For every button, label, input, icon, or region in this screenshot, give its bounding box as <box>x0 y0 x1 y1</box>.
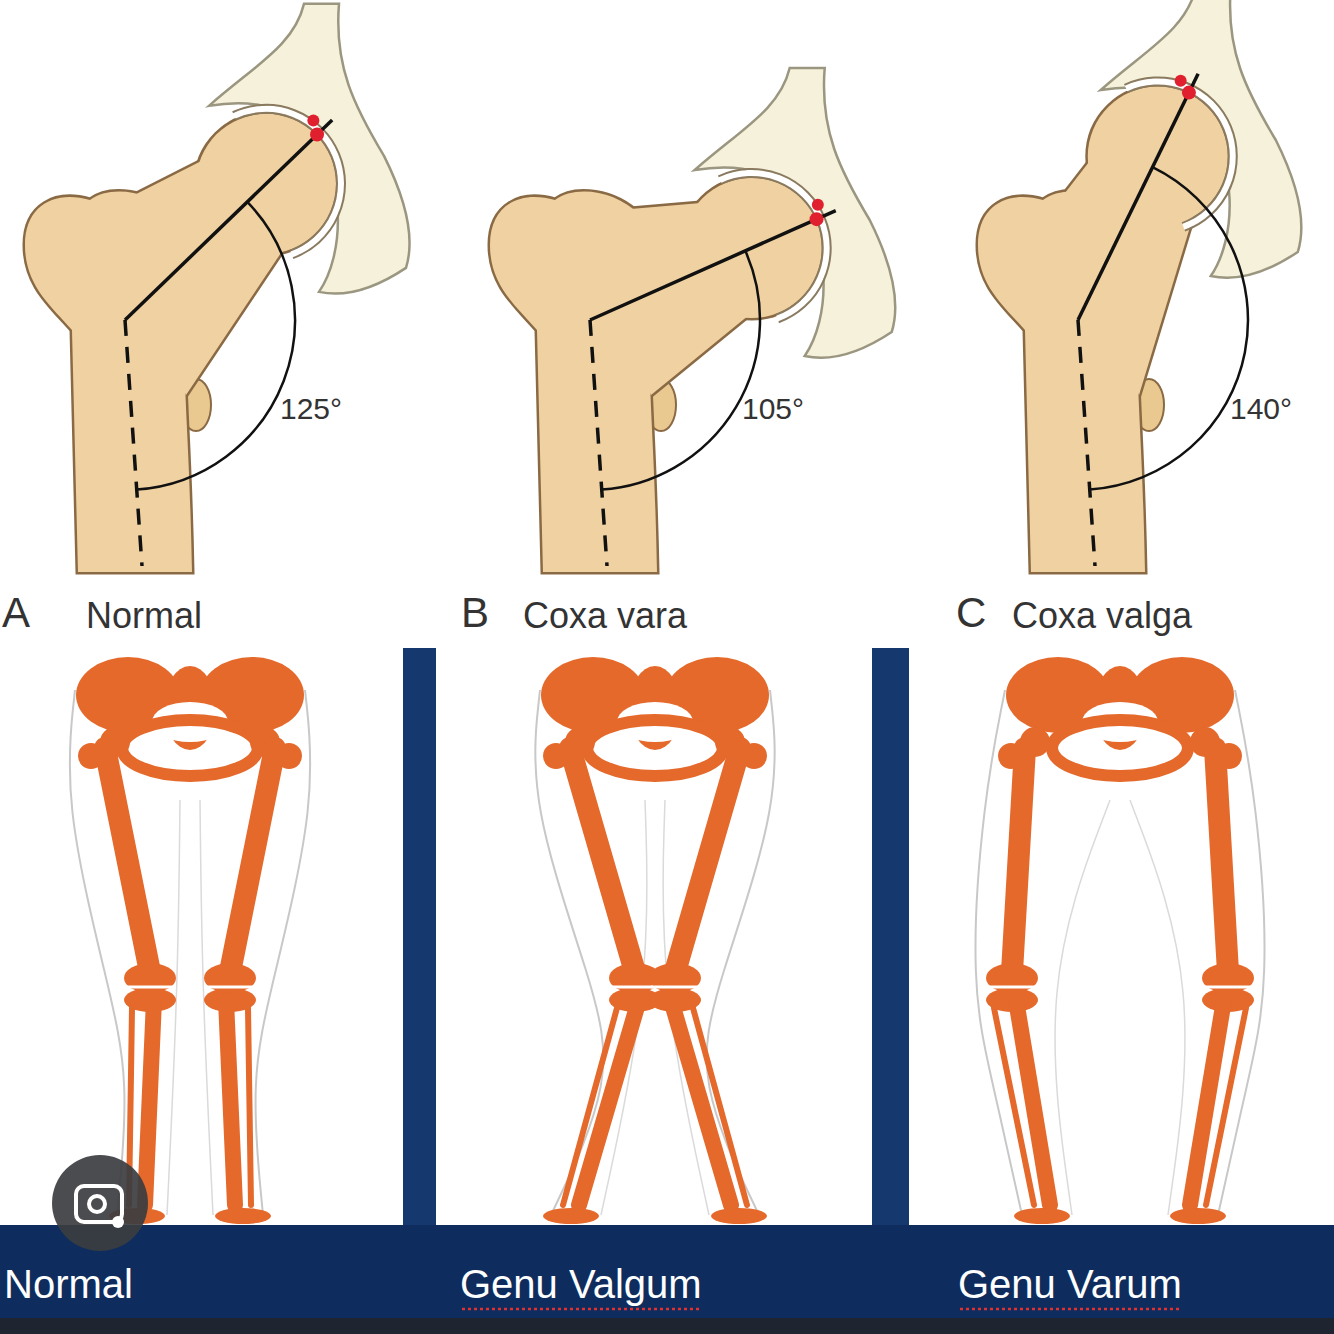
panel-title: Normal <box>86 596 202 636</box>
panel-divider <box>872 648 909 1228</box>
leg-skeleton <box>70 657 311 1224</box>
body-outline <box>1130 800 1185 1215</box>
fibula <box>693 1008 747 1205</box>
shaft-axis <box>1078 320 1095 566</box>
fibula <box>994 1008 1034 1205</box>
pubic-ring <box>587 720 723 776</box>
femur <box>230 748 275 972</box>
femur <box>1012 748 1025 972</box>
icon-dot <box>112 1216 124 1228</box>
fibula <box>248 1008 251 1205</box>
foot <box>543 1208 599 1224</box>
femoral-condyle <box>986 963 1038 993</box>
caption-text: Genu Varum <box>958 1262 1182 1306</box>
leg-skeleton <box>976 657 1265 1224</box>
acetabulum-line <box>1124 77 1236 230</box>
foot <box>215 1208 271 1224</box>
obturator <box>208 740 240 764</box>
spell-underline <box>960 1308 1180 1311</box>
panel-letter: A <box>2 590 30 636</box>
angle-arc <box>1090 167 1248 489</box>
lens-icon <box>52 1155 148 1251</box>
obturator <box>1138 740 1170 764</box>
fibula <box>563 1008 617 1205</box>
femur <box>570 748 635 972</box>
femur-figure <box>978 0 1301 572</box>
foot <box>1014 1208 1070 1224</box>
panel-divider <box>403 648 436 1228</box>
caption-text: Genu Valgum <box>460 1262 702 1306</box>
femoral-condyle <box>124 963 176 993</box>
femur <box>1215 748 1228 972</box>
knee-gap <box>651 986 699 989</box>
knee-gap <box>206 986 254 989</box>
angle-value: 105° <box>742 392 804 425</box>
panel-title: Coxa vara <box>523 596 687 636</box>
caption-text: Normal <box>4 1262 133 1306</box>
neck-axis <box>1078 74 1198 320</box>
tibia <box>1190 1000 1224 1205</box>
femur <box>675 748 740 972</box>
icon-ground <box>52 1155 148 1251</box>
femur <box>105 748 150 972</box>
body-outline <box>1055 800 1110 1215</box>
angle-value: 125° <box>280 392 342 425</box>
contact-dot <box>1182 86 1196 100</box>
angle-value: 140° <box>1230 392 1292 425</box>
contact-dot <box>810 212 824 226</box>
panel-letter: B <box>461 590 489 636</box>
foot <box>1170 1208 1226 1224</box>
femur-figure <box>25 4 410 572</box>
tibia <box>145 1000 154 1205</box>
obturator <box>140 740 172 764</box>
angle-arc <box>602 251 760 490</box>
femoral-condyle <box>204 963 256 993</box>
contact-dot <box>812 199 824 211</box>
acetabulum-line <box>233 105 345 258</box>
acetabulum-line <box>718 169 830 322</box>
femoral-condyle <box>649 963 701 993</box>
knee-gap <box>988 986 1036 989</box>
femur-figure <box>490 68 895 572</box>
neck-axis <box>590 211 836 320</box>
bottom-strip <box>0 1318 1334 1334</box>
pubic-ring <box>1052 720 1188 776</box>
leg-skeleton <box>535 657 774 1224</box>
neck-axis <box>125 120 332 320</box>
contact-dot <box>1175 75 1187 87</box>
fibula <box>1206 1008 1246 1205</box>
femur-fill <box>25 114 336 572</box>
femoral-condyle <box>1202 963 1254 993</box>
contact-dot <box>310 128 324 142</box>
caption-band <box>0 1225 1334 1320</box>
shaft-axis <box>125 320 142 566</box>
contact-dot <box>307 115 319 127</box>
pubic-ring <box>122 720 258 776</box>
icon-lens <box>89 1196 105 1212</box>
spell-underline <box>462 1308 700 1311</box>
icon-frame <box>76 1186 122 1222</box>
tibia <box>226 1000 235 1205</box>
femur-outline <box>25 114 336 572</box>
angle-arc <box>137 202 295 490</box>
obturator <box>1070 740 1102 764</box>
obturator <box>673 740 705 764</box>
femur-outline <box>978 86 1228 572</box>
panel-title: Coxa valga <box>1012 596 1192 636</box>
foot <box>711 1208 767 1224</box>
panel-letter: C <box>956 590 986 636</box>
obturator <box>605 740 637 764</box>
shaft-axis <box>590 320 607 566</box>
tibia <box>1016 1000 1050 1205</box>
knee-gap <box>126 986 174 989</box>
femur-fill <box>978 86 1228 572</box>
knee-gap <box>1204 986 1252 989</box>
